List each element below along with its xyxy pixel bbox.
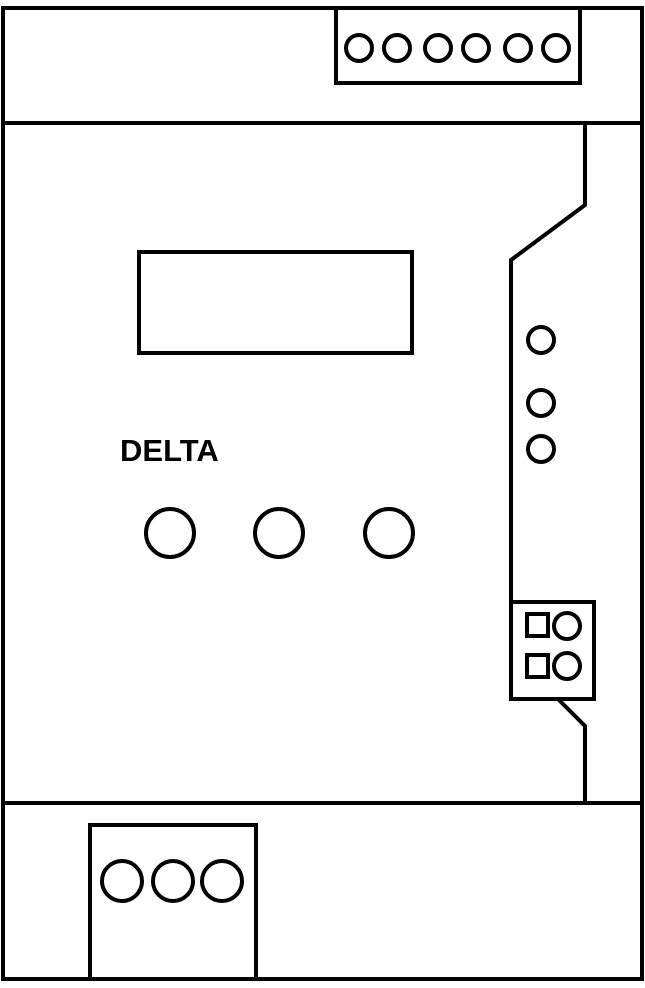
terminal-screw (503, 33, 533, 63)
terminal-screw (344, 33, 374, 63)
side-connector-housing (509, 600, 596, 701)
front-button-right[interactable] (363, 507, 415, 559)
top-terminal-block (334, 6, 582, 85)
display-window (137, 250, 414, 355)
terminal-screw (423, 33, 453, 63)
indicator-led (526, 388, 556, 418)
connector-pin-round (552, 611, 582, 641)
front-button-middle[interactable] (253, 507, 305, 559)
enclosure-outline (1, 6, 644, 981)
terminal-screw (151, 859, 195, 903)
front-button-left[interactable] (144, 507, 196, 559)
terminal-screw (382, 33, 412, 63)
side-panel-contour-lower (556, 697, 587, 803)
side-connector (509, 600, 596, 701)
terminal-screw (461, 33, 491, 63)
side-panel-contour-upper (509, 123, 587, 602)
connector-pin-square (525, 653, 550, 679)
top-terminal-housing (334, 6, 582, 85)
connector-pin-square (525, 612, 550, 638)
bottom-terminal-housing (88, 823, 258, 981)
terminal-screw (200, 859, 244, 903)
bottom-terminal-block (88, 823, 258, 981)
indicator-led (526, 434, 556, 464)
brand-label: DELTA (120, 433, 219, 468)
connector-pin-round (552, 651, 582, 681)
terminal-screw (541, 33, 571, 63)
terminal-screw (100, 859, 144, 903)
indicator-led (526, 325, 556, 355)
